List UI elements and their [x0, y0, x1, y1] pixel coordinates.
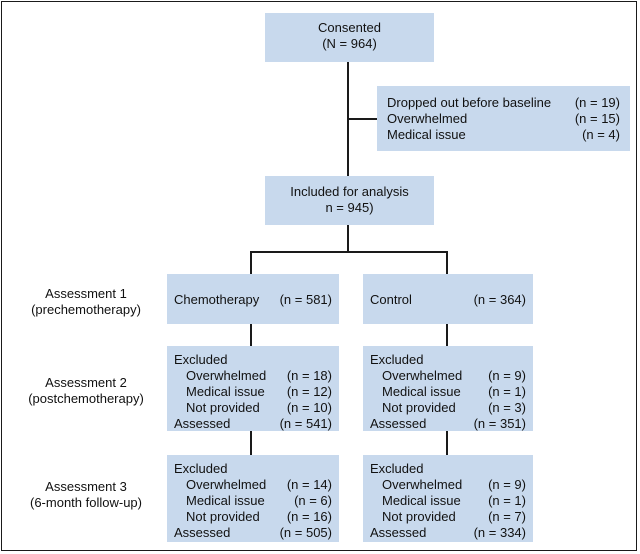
- chemo-a2-box: Excluded Overwhelmed (n = 18) Medical iss…: [167, 346, 339, 431]
- dropout-label: Overwhelmed: [387, 111, 468, 126]
- dropout-label: Medical issue: [387, 127, 466, 142]
- dropout-row: Medical issue (n = 4): [387, 127, 620, 143]
- excluded-heading: Excluded: [174, 461, 228, 476]
- excluded-value: (n = 18): [286, 368, 332, 383]
- connector-dropout: [347, 118, 377, 120]
- control-a2-box: Excluded Overwhelmed (n = 9) Medical issu…: [363, 346, 533, 431]
- excluded-heading: Excluded: [370, 352, 424, 367]
- consented-title: Consented: [318, 20, 381, 35]
- excluded-row: Not provided (n = 10): [174, 400, 332, 416]
- excluded-label: Medical issue: [382, 384, 461, 399]
- included-box: Included for analysis n = 945): [265, 176, 434, 225]
- assessment-1-label: Assessment 1 (prechemotherapy): [6, 286, 166, 318]
- dropout-row: Dropped out before baseline (n = 19): [387, 95, 620, 111]
- included-title: Included for analysis: [290, 184, 409, 199]
- excluded-label: Overwhelmed: [186, 477, 267, 492]
- assessed-label: Assessed: [370, 525, 427, 540]
- excluded-row: Medical issue (n = 1): [370, 493, 526, 509]
- excluded-value: (n = 9): [488, 368, 526, 383]
- assessed-value: (n = 351): [473, 416, 526, 431]
- consented-count: (N = 964): [322, 36, 377, 51]
- excluded-value: (n = 3): [488, 400, 526, 415]
- assessed-label: Assessed: [370, 416, 427, 431]
- excluded-value: (n = 9): [488, 477, 526, 492]
- included-count: n = 945): [325, 200, 374, 215]
- connector-split-horizontal: [250, 251, 448, 253]
- assessed-label: Assessed: [174, 416, 231, 431]
- excluded-row: Medical issue (n = 12): [174, 384, 332, 400]
- assessed-row: Assessed (n = 505): [174, 525, 332, 541]
- excluded-label: Medical issue: [186, 384, 265, 399]
- assessed-value: (n = 505): [279, 525, 332, 540]
- excluded-row: Not provided (n = 7): [370, 509, 526, 525]
- control-a3-box: Excluded Overwhelmed (n = 9) Medical issu…: [363, 455, 533, 542]
- assessment-subtitle: (postchemotherapy): [28, 391, 144, 406]
- assessment-3-label: Assessment 3 (6-month follow-up): [6, 479, 166, 511]
- excluded-label: Overwhelmed: [186, 368, 267, 383]
- assessed-label: Assessed: [174, 525, 231, 540]
- excluded-value: (n = 10): [286, 400, 332, 415]
- assessment-title: Assessment 2: [45, 375, 127, 390]
- excluded-row: Medical issue (n = 1): [370, 384, 526, 400]
- excluded-heading: Excluded: [174, 352, 228, 367]
- excluded-value: (n = 16): [286, 509, 332, 524]
- dropout-box: Dropped out before baseline (n = 19) Over…: [377, 86, 630, 151]
- connector-chemo-a1-a2: [250, 324, 252, 346]
- excluded-label: Overwhelmed: [382, 368, 463, 383]
- excluded-row: Overwhelmed (n = 14): [174, 477, 332, 493]
- connector-chemo-a1: [250, 251, 252, 274]
- assessment-title: Assessment 1: [45, 286, 127, 301]
- assessed-row: Assessed (n = 541): [174, 416, 332, 432]
- excluded-label: Medical issue: [186, 493, 265, 508]
- excluded-row: Not provided (n = 3): [370, 400, 526, 416]
- control-count: (n = 364): [473, 292, 526, 307]
- assessment-subtitle: (prechemotherapy): [31, 302, 141, 317]
- excluded-label: Not provided: [382, 400, 456, 415]
- dropout-value: (n = 15): [574, 111, 620, 126]
- chemo-a3-box: Excluded Overwhelmed (n = 14) Medical iss…: [167, 455, 339, 542]
- dropout-label: Dropped out before baseline: [387, 95, 552, 110]
- connector-chemo-a2-a3: [250, 431, 252, 455]
- excluded-value: (n = 6): [294, 493, 332, 508]
- excluded-heading: Excluded: [370, 461, 424, 476]
- excluded-value: (n = 7): [488, 509, 526, 524]
- control-a1-row: Control (n = 364): [370, 292, 526, 308]
- control-label: Control: [370, 292, 412, 307]
- excluded-value: (n = 12): [286, 384, 332, 399]
- dropout-value: (n = 4): [582, 127, 620, 142]
- excluded-row: Overwhelmed (n = 18): [174, 368, 332, 384]
- excluded-row: Overwhelmed (n = 9): [370, 477, 526, 493]
- excluded-value: (n = 1): [488, 384, 526, 399]
- excluded-value: (n = 14): [286, 477, 332, 492]
- dropout-value: (n = 19): [574, 95, 620, 110]
- chemo-a1-box: Chemotherapy (n = 581): [167, 274, 339, 324]
- assessed-value: (n = 541): [279, 416, 332, 431]
- connector-control-a2-a3: [446, 431, 448, 455]
- excluded-label: Not provided: [186, 509, 260, 524]
- connector-included-split: [347, 225, 349, 252]
- excluded-row: Overwhelmed (n = 9): [370, 368, 526, 384]
- consented-box: Consented (N = 964): [265, 13, 434, 62]
- chemo-a1-row: Chemotherapy (n = 581): [174, 292, 332, 308]
- connector-control-a1-a2: [446, 324, 448, 346]
- assessment-2-label: Assessment 2 (postchemotherapy): [6, 375, 166, 407]
- excluded-row: Not provided (n = 16): [174, 509, 332, 525]
- assessed-row: Assessed (n = 351): [370, 416, 526, 432]
- excluded-row: Medical issue (n = 6): [174, 493, 332, 509]
- excluded-value: (n = 1): [488, 493, 526, 508]
- excluded-label: Not provided: [186, 400, 260, 415]
- connector-control-a1: [446, 251, 448, 274]
- chemo-label: Chemotherapy: [174, 292, 260, 307]
- dropout-row: Overwhelmed (n = 15): [387, 111, 620, 127]
- excluded-label: Not provided: [382, 509, 456, 524]
- assessed-value: (n = 334): [473, 525, 526, 540]
- excluded-label: Medical issue: [382, 493, 461, 508]
- chemo-count: (n = 581): [279, 292, 332, 307]
- excluded-label: Overwhelmed: [382, 477, 463, 492]
- control-a1-box: Control (n = 364): [363, 274, 533, 324]
- assessed-row: Assessed (n = 334): [370, 525, 526, 541]
- assessment-subtitle: (6-month follow-up): [30, 495, 142, 510]
- assessment-title: Assessment 3: [45, 479, 127, 494]
